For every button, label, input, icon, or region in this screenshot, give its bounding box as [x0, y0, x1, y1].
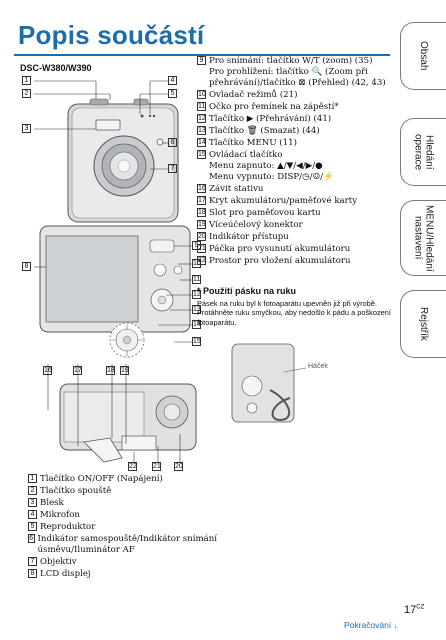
callout-2: 2	[22, 89, 34, 98]
callout-22: 22	[128, 462, 137, 471]
callout-14: 14	[192, 320, 201, 329]
page-title: Popis součástí	[18, 20, 205, 50]
callout-4: 4	[168, 76, 180, 85]
strap-note-title: * Použití pásku na ruku	[197, 286, 297, 296]
title-divider	[14, 54, 390, 56]
strap-note-text: Pásek na ruku byl k fotoaparátu upevněn …	[197, 299, 391, 327]
callout-21: 21	[152, 462, 161, 471]
hook-label: Háček	[308, 363, 328, 370]
callout-8: 8	[22, 262, 34, 271]
callout-7: 7	[168, 164, 180, 173]
callout-17: 17	[73, 366, 82, 375]
callout-20: 20	[174, 462, 183, 471]
callout-5: 5	[168, 89, 180, 98]
model-label: DSC-W380/W390	[20, 63, 92, 73]
callout-12: 12	[192, 290, 201, 299]
callout-3: 3	[22, 124, 34, 133]
callout-13: 13	[192, 305, 201, 314]
callout-6: 6	[168, 138, 180, 147]
continue-link[interactable]: Pokračování ↓	[344, 620, 398, 630]
callout-1: 1	[22, 76, 34, 85]
callout-19: 19	[120, 366, 129, 375]
callout-10: 10	[192, 259, 201, 268]
arrow-down-icon: ↓	[391, 621, 398, 630]
callout-18: 18	[106, 366, 115, 375]
callout-16: 16	[43, 366, 52, 375]
tab-contents[interactable]: Obsah	[400, 22, 446, 90]
callout-15: 15	[192, 337, 201, 346]
callout-11: 11	[192, 275, 201, 284]
tab-menu-settings-search[interactable]: MENU/Hledání nastavení	[400, 200, 446, 276]
page-number: 17CZ	[404, 604, 425, 616]
tab-index[interactable]: Rejstřík	[400, 290, 446, 358]
callout-9: 9	[192, 241, 204, 250]
tab-operation-search[interactable]: Hledání operace	[400, 118, 446, 186]
